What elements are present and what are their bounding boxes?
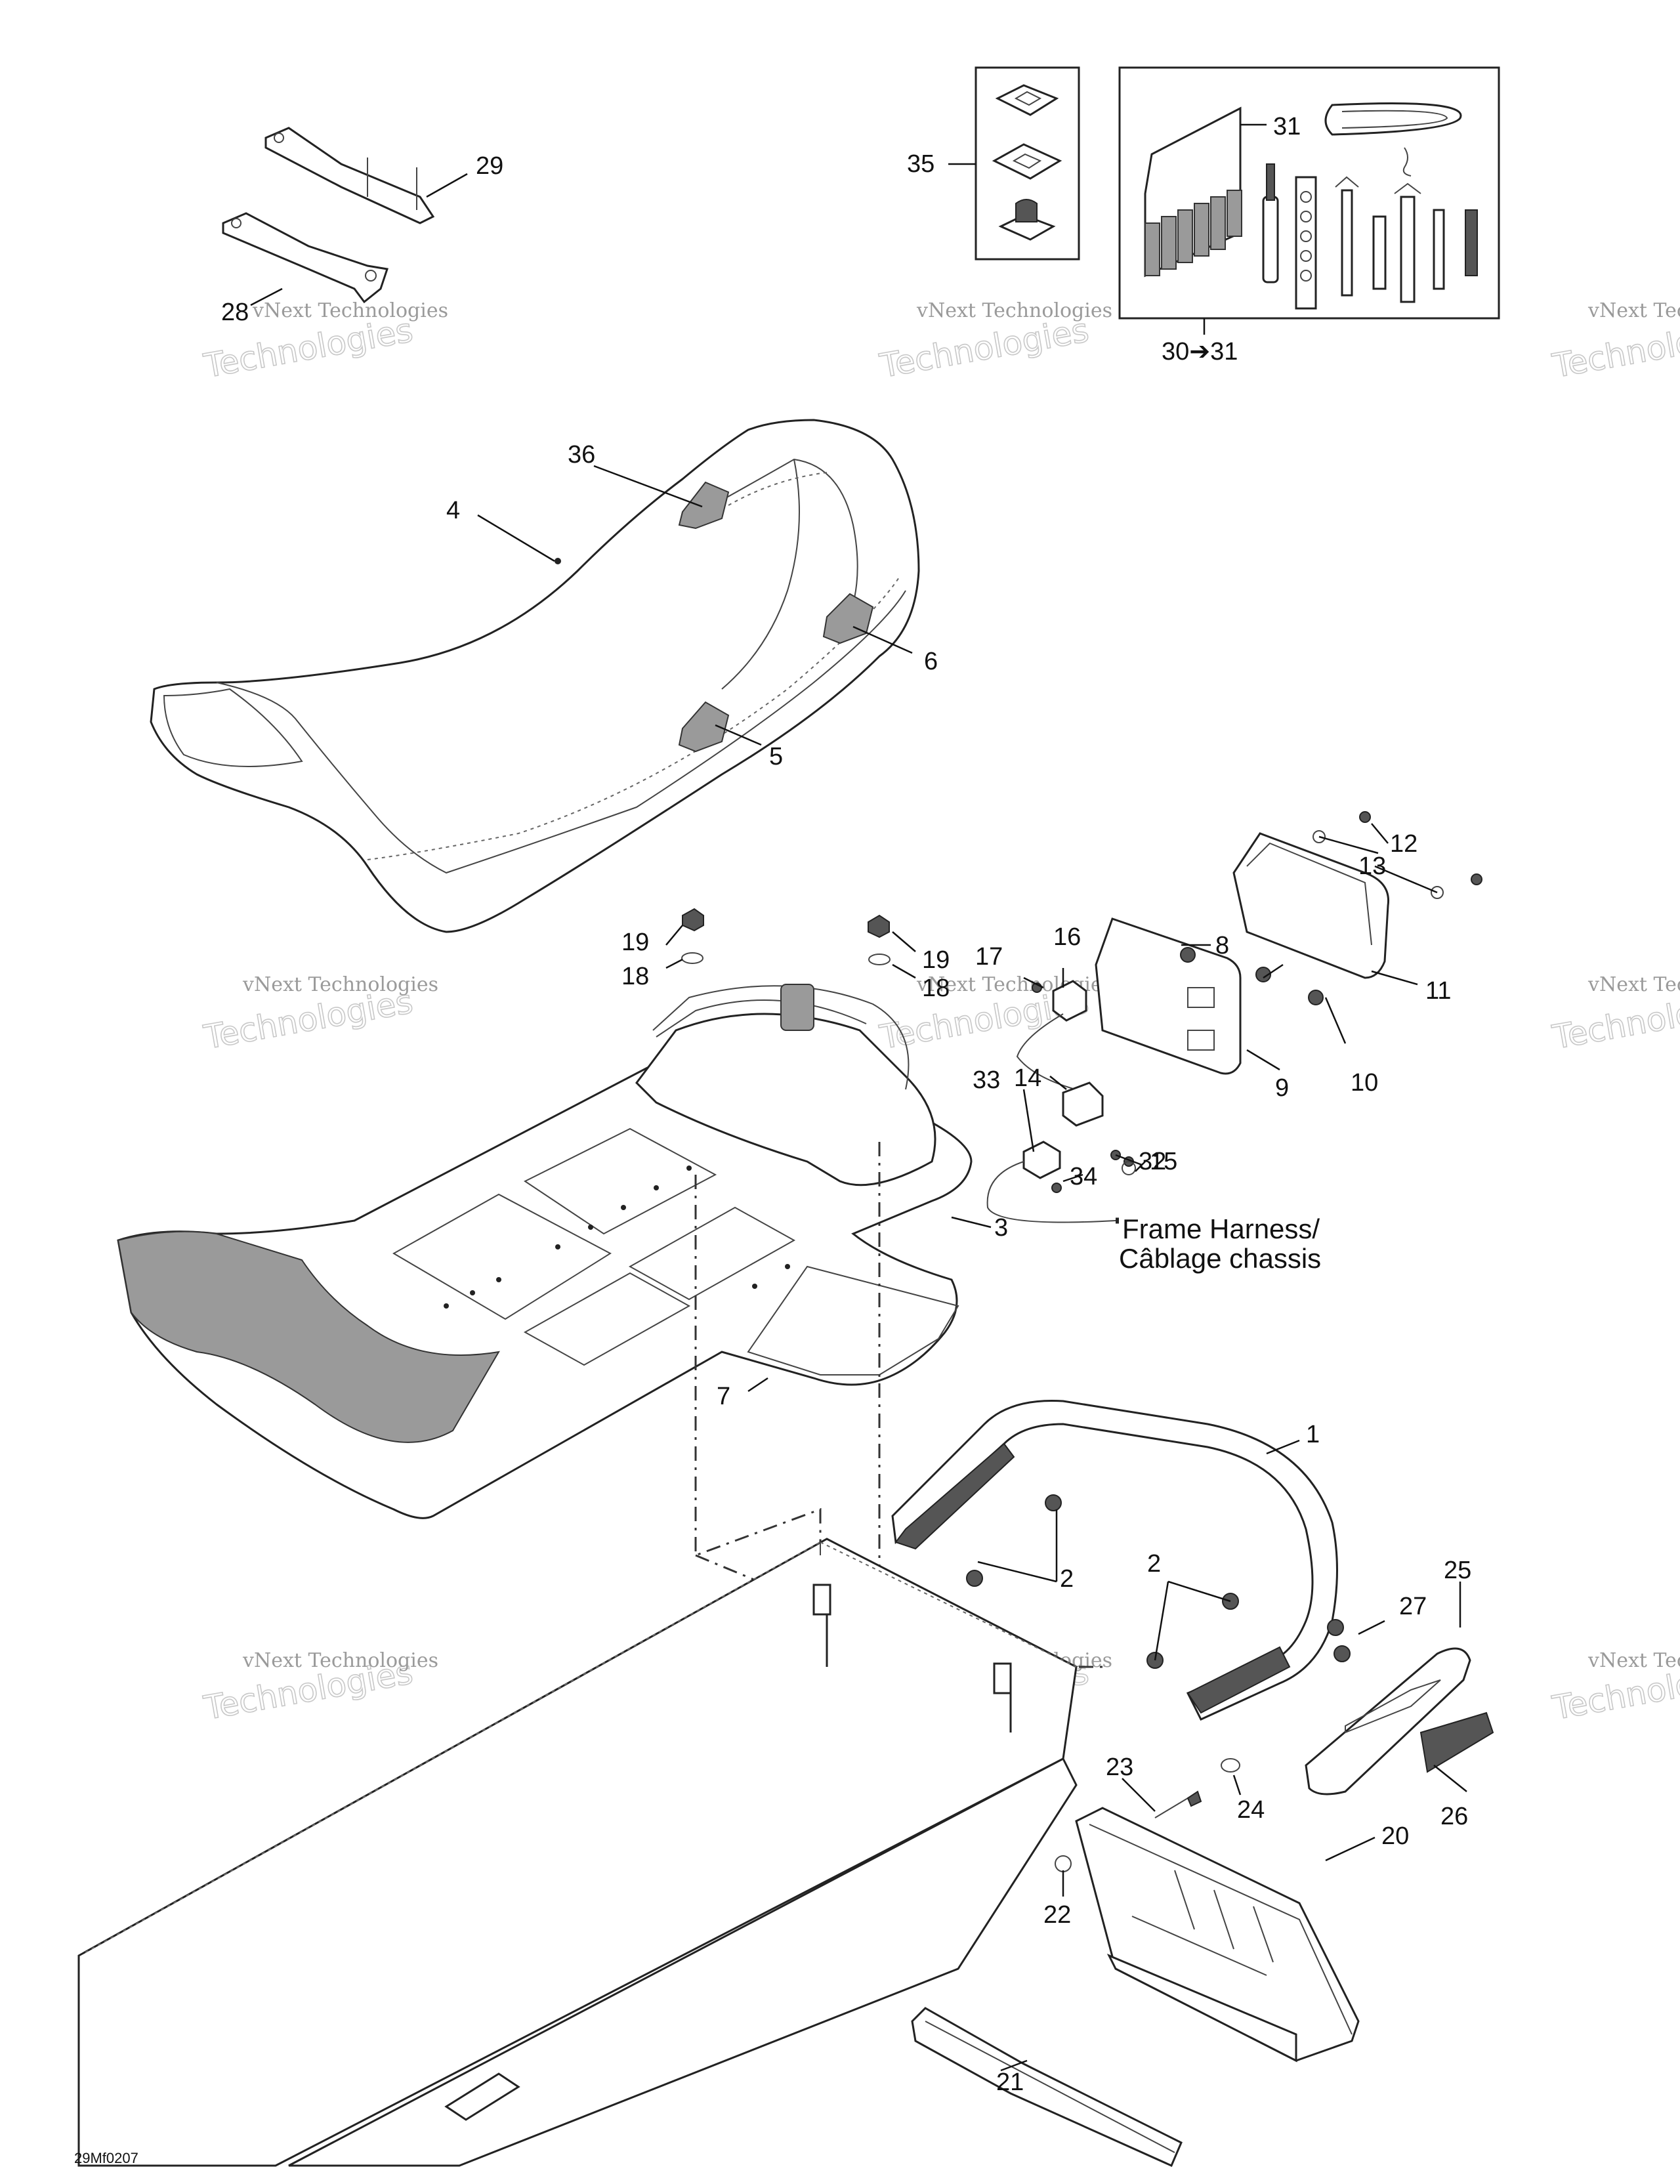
label-1: 1 — [1306, 1421, 1320, 1448]
taillight-lens — [1232, 832, 1390, 979]
label-25: 25 — [1444, 1557, 1471, 1584]
frame-harness-note: Frame Harness/ Câblage chassis — [1119, 1213, 1321, 1274]
label-10: 10 — [1351, 1069, 1378, 1097]
watermark: Technologies vNext Technologies — [200, 973, 438, 1057]
svg-text:vNext Technologies: vNext Technologies — [1587, 299, 1680, 322]
label-17: 17 — [975, 943, 1003, 971]
label-27: 27 — [1399, 1593, 1427, 1620]
label-20: 20 — [1381, 1822, 1409, 1850]
label-16: 16 — [1053, 923, 1081, 951]
rear-protector — [911, 2007, 1183, 2167]
rear-flap — [1075, 1807, 1360, 2063]
label-30-31: 30➔31 — [1162, 338, 1238, 366]
watermark: Technologies vNext Technologies — [1549, 1649, 1680, 1728]
bracket-28 — [222, 212, 388, 304]
label-13: 13 — [1358, 852, 1386, 880]
svg-text:vNext Technologies: vNext Technologies — [242, 973, 438, 996]
bracket-29 — [264, 127, 435, 224]
label-5: 5 — [769, 743, 783, 770]
svg-text:vNext Technologies: vNext Technologies — [252, 299, 448, 322]
label-6: 6 — [924, 648, 938, 675]
misc-fasteners — [1055, 1619, 1351, 1872]
label-15: 15 — [1150, 1148, 1177, 1175]
label-3: 3 — [994, 1214, 1008, 1242]
svg-text:vNext Technologies: vNext Technologies — [1587, 1649, 1680, 1672]
label-29: 29 — [476, 152, 503, 180]
svg-text:Câblage chassis: Câblage chassis — [1119, 1243, 1321, 1274]
seat — [150, 419, 920, 933]
label-35: 35 — [907, 150, 934, 178]
bumper-end-cap — [1305, 1647, 1494, 1796]
handle-bolts — [966, 1494, 1239, 1669]
label-18: 18 — [621, 963, 649, 990]
label-23: 23 — [1106, 1754, 1133, 1781]
label-8: 8 — [1215, 932, 1229, 959]
label-18: 18 — [922, 975, 950, 1002]
label-34: 34 — [1070, 1163, 1097, 1190]
label-22: 22 — [1043, 1901, 1071, 1929]
label-26: 26 — [1440, 1803, 1468, 1830]
label-19: 19 — [621, 929, 649, 956]
watermark: Technologies vNext Technologies — [200, 1649, 438, 1728]
nuts-and-washers — [681, 908, 891, 965]
taillight-housing — [1095, 917, 1242, 1075]
drawing-code: 29Mf0207 — [74, 2150, 138, 2166]
label-36: 36 — [568, 441, 595, 469]
label-9: 9 — [1275, 1074, 1289, 1102]
svg-text:Frame Harness/: Frame Harness/ — [1122, 1213, 1320, 1244]
watermark: Technologies vNext Technologies — [1549, 973, 1680, 1057]
label-19: 19 — [922, 946, 950, 974]
label-2: 2 — [1147, 1550, 1161, 1578]
seat-base — [117, 984, 973, 1519]
svg-text:vNext Technologies: vNext Technologies — [916, 299, 1112, 322]
part-35-box — [975, 66, 1080, 261]
label-28: 28 — [221, 299, 249, 326]
watermark: Technologies vNext Technologies — [876, 299, 1112, 386]
svg-text:vNext Technologies: vNext Technologies — [1587, 973, 1680, 996]
label-7: 7 — [717, 1383, 730, 1410]
tunnel — [77, 1538, 1078, 2167]
label-12: 12 — [1390, 830, 1418, 858]
label-14: 14 — [1014, 1064, 1041, 1092]
taillight-fasteners — [1180, 811, 1482, 1005]
callouts: 1 2 2 3 4 5 6 7 8 9 10 11 12 13 14 15 16… — [221, 113, 1471, 2096]
svg-text:vNext Technologies: vNext Technologies — [242, 1649, 438, 1672]
label-21: 21 — [996, 2068, 1024, 2096]
label-4: 4 — [446, 497, 460, 524]
label-24: 24 — [1237, 1796, 1265, 1824]
label-32: 32 — [1139, 1148, 1166, 1175]
label-2: 2 — [1060, 1565, 1074, 1593]
grab-handle — [891, 1399, 1338, 1721]
tool-pouch-pockets — [1144, 190, 1242, 276]
tool-kit-box — [1118, 66, 1500, 320]
leader-lines — [250, 123, 1467, 2072]
label-33: 33 — [973, 1066, 1000, 1094]
taillight-wiring — [986, 980, 1136, 1224]
watermark: Technologies vNext Technologies — [1549, 299, 1680, 386]
label-11: 11 — [1425, 977, 1451, 1005]
label-31: 31 — [1273, 113, 1301, 140]
